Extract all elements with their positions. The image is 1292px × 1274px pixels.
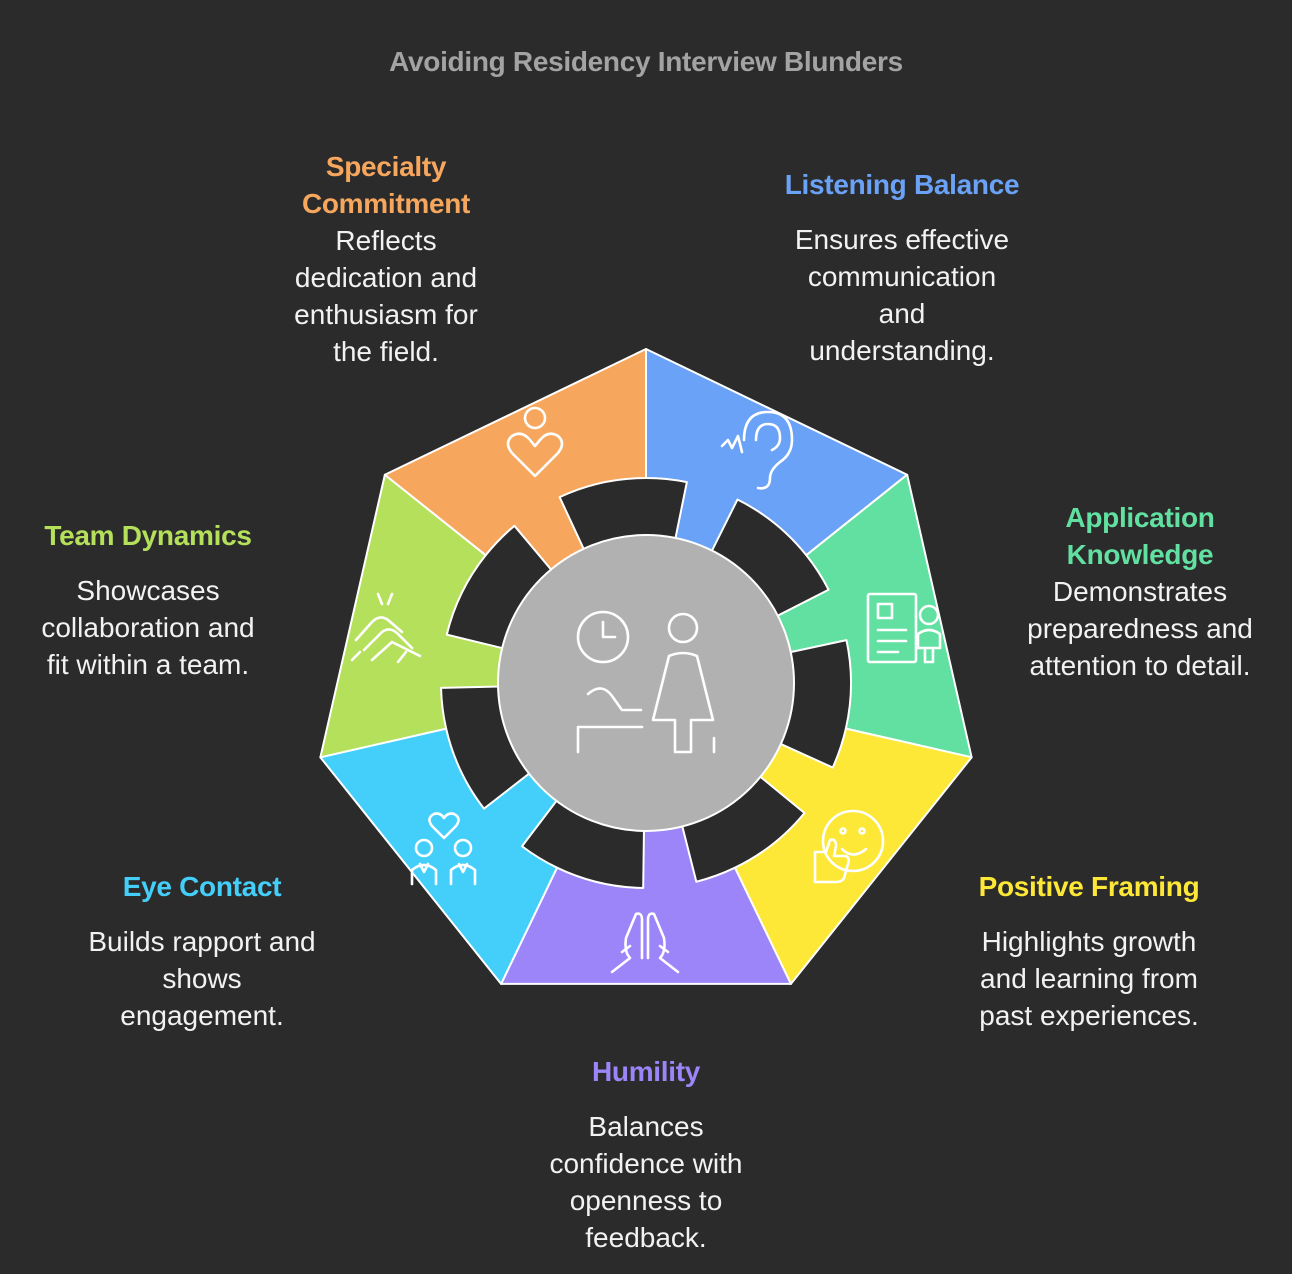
thumbs-up-smiley-icon [813, 809, 885, 884]
desc-team-dynamics-line-3: fit within a team. [46, 649, 250, 680]
heading-humility: Humility [591, 1056, 701, 1087]
desc-listening-balance-line-3: and [878, 298, 926, 329]
heading-eye-contact: Eye Contact [122, 871, 282, 902]
interview-person-clock-icon [576, 610, 716, 754]
desc-humility-line-1: Balances [588, 1111, 704, 1142]
desc-application-knowledge-line-1: Demonstrates [1052, 576, 1228, 607]
desc-humility-line-2: confidence with [549, 1148, 743, 1179]
desc-positive-framing-line-1: Highlights growth [981, 926, 1197, 957]
desc-specialty-commitment-line-4: the field. [333, 336, 439, 367]
desc-specialty-commitment-line-3: enthusiasm for [294, 299, 478, 330]
center-hub [497, 534, 795, 832]
desc-application-knowledge-line-3: attention to detail. [1029, 650, 1251, 681]
label-team-dynamics: Team Dynamics Showcases collaboration an… [8, 517, 288, 683]
desc-listening-balance-line-2: communication [807, 261, 997, 292]
desc-positive-framing-line-3: past experiences. [979, 1000, 1199, 1031]
label-eye-contact: Eye Contact Builds rapport and shows eng… [52, 868, 352, 1034]
desc-humility-line-4: feedback. [585, 1222, 707, 1253]
heading-specialty-commitment-line-1: Specialty [325, 151, 447, 182]
desc-specialty-commitment-line-1: Reflects [335, 225, 437, 256]
segment-humility [500, 823, 792, 985]
praying-hands-icon [610, 912, 680, 974]
stacked-hands-icon [350, 592, 422, 664]
desc-eye-contact-line-3: engagement. [120, 1000, 284, 1031]
desc-eye-contact-line-2: shows [162, 963, 242, 994]
diagram-title: Avoiding Residency Interview Blunders [389, 46, 903, 77]
ear-icon [720, 410, 794, 490]
desc-team-dynamics-line-1: Showcases [76, 575, 220, 606]
heading-team-dynamics: Team Dynamics [44, 520, 252, 551]
label-application-knowledge: Application Knowledge Demonstrates prepa… [1012, 499, 1268, 684]
desc-humility-line-3: openness to [569, 1185, 723, 1216]
two-people-heart-icon [410, 812, 477, 886]
desc-eye-contact-line-1: Builds rapport and [88, 926, 316, 957]
person-heart-icon [506, 406, 564, 478]
desc-team-dynamics-line-2: collaboration and [41, 612, 255, 643]
label-specialty-commitment: Specialty Commitment Reflects dedication… [252, 148, 520, 370]
desc-listening-balance-line-4: understanding. [809, 335, 995, 366]
wheel-segments [319, 348, 973, 985]
heading-listening-balance: Listening Balance [784, 169, 1020, 200]
desc-positive-framing-line-2: and learning from [980, 963, 1198, 994]
heading-positive-framing: Positive Framing [978, 871, 1200, 902]
desc-application-knowledge-line-2: preparedness and [1027, 613, 1253, 644]
heading-specialty-commitment-line-2: Commitment [301, 188, 471, 219]
heading-application-knowledge-line-1: Application [1065, 502, 1215, 533]
heading-application-knowledge-line-2: Knowledge [1066, 539, 1214, 570]
desc-listening-balance-line-1: Ensures effective [794, 224, 1010, 255]
label-listening-balance: Listening Balance Ensures effective comm… [752, 166, 1052, 369]
label-humility: Humility Balances confidence with openne… [496, 1053, 796, 1256]
desc-specialty-commitment-line-2: dedication and [294, 262, 478, 293]
resume-person-icon [866, 592, 942, 664]
label-positive-framing: Positive Framing Highlights growth and l… [944, 868, 1234, 1034]
